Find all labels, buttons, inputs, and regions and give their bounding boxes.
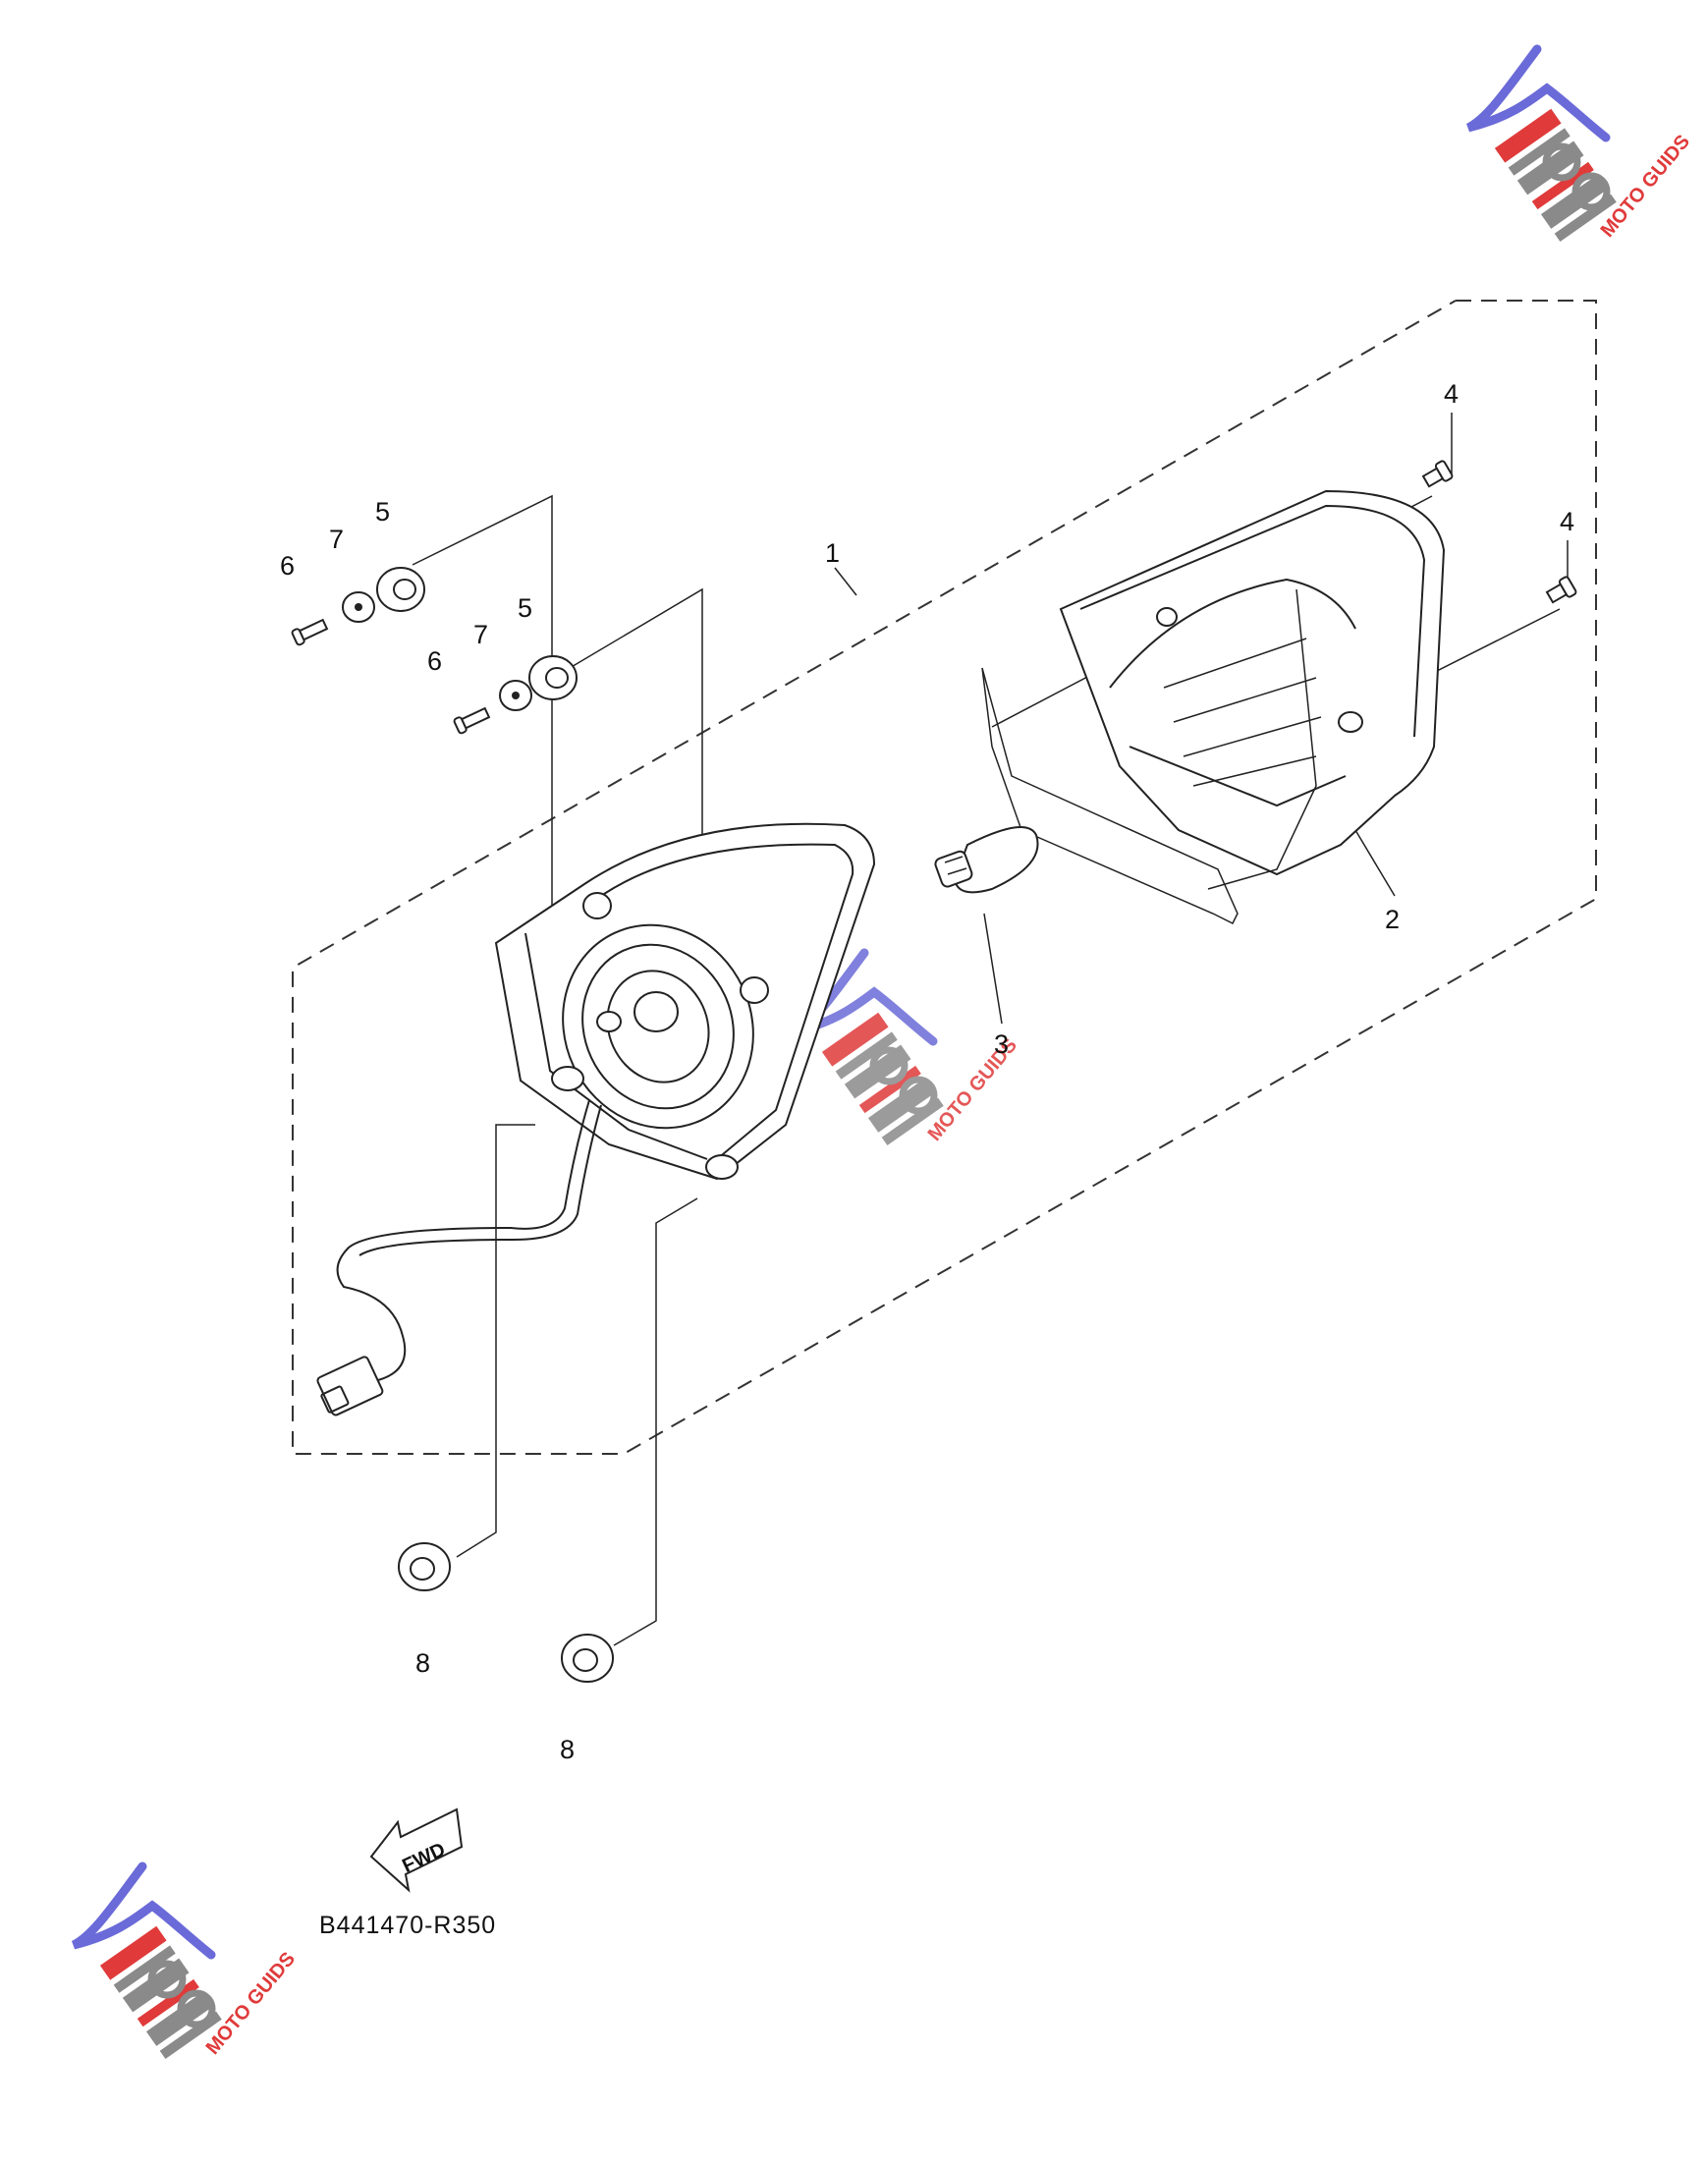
callout-5-lower: 5 — [518, 593, 532, 623]
callout-5-upper: 5 — [375, 497, 390, 527]
grommet-part — [376, 567, 578, 700]
watermark-logo-top-right: MOTO GUIDS — [1468, 49, 1694, 242]
screw-part — [1545, 576, 1577, 604]
callout-8-right: 8 — [560, 1735, 575, 1764]
housing-part — [494, 822, 876, 1181]
callout-7-lower: 7 — [473, 620, 488, 649]
callout-3: 3 — [994, 1029, 1009, 1059]
callout-4-upper: 4 — [1444, 379, 1459, 409]
drawing-code: B441470-R350 — [319, 1912, 496, 1939]
washer-part — [342, 591, 532, 711]
screw-part — [291, 618, 329, 646]
callout-8-left: 8 — [415, 1648, 430, 1678]
assembly-boundary — [292, 300, 1597, 1455]
wire-harness — [316, 1099, 602, 1417]
lens-part — [981, 489, 1446, 925]
screw-part — [1421, 460, 1454, 488]
watermark-text: MOTO GUIDS — [202, 1948, 300, 2059]
callout-1: 1 — [825, 538, 840, 568]
callout-6-upper: 6 — [280, 551, 295, 581]
callout-4-lower: 4 — [1560, 507, 1574, 536]
bulb-part — [934, 826, 1039, 894]
grommet-part — [398, 1542, 614, 1683]
watermark-logo-bottom-left: MOTO GUIDS — [74, 1866, 300, 2059]
screw-part — [453, 706, 491, 735]
forward-direction-arrow: FWD — [369, 1807, 464, 1893]
callout-2: 2 — [1385, 905, 1400, 934]
callout-6-lower: 6 — [427, 646, 442, 676]
callout-7-upper: 7 — [329, 525, 344, 554]
watermark-text: MOTO GUIDS — [1597, 131, 1694, 242]
